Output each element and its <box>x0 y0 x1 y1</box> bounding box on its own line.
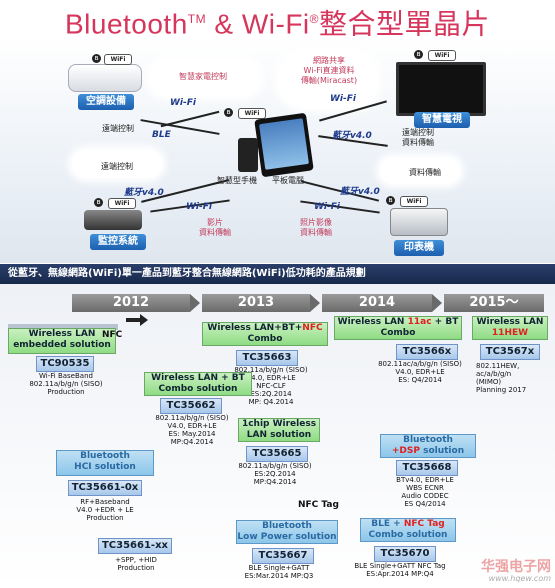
wifi-badge: WiFi <box>400 196 428 207</box>
bt-lowpower-box: Bluetooth Low Power solution <box>236 520 338 544</box>
link-bt40-label: 藍牙v4.0 <box>124 188 164 198</box>
device-label-phone: 智慧型手機 <box>217 176 257 185</box>
cloud-bg <box>150 60 260 96</box>
chip-tc35662: TC35662 <box>160 398 222 414</box>
link-wifi-label: Wi-Fi <box>330 94 356 104</box>
chip-tc35661-xx-desc: +SPP, +HID Production <box>115 556 157 572</box>
chip-tc35670-desc: BLE Single+GATT NFC Tag ES:Apr.2014 MP:Q… <box>354 562 446 578</box>
chip-tc3566x-desc: 802.11ac/a/b/g/n (SISO) V4.0, EDR+LE ES:… <box>378 360 462 384</box>
device-label-camera: 監控系統 <box>90 234 146 250</box>
chip-tc35661-xx: TC35661-xx <box>98 538 172 554</box>
bluetooth-icon: ʙ <box>94 198 103 207</box>
chip-tc35661-0x-desc: RF+Baseband V4.0 +EDR + LE Production <box>76 498 134 522</box>
note-smart-home: 智慧家電控制 <box>179 72 227 81</box>
chip-tc35668-desc: BTv4.0, EDR+LE WBS ECNR Audio CODEC ES Q… <box>396 476 454 508</box>
chip-tc3567x-desc: 802.11HEW, ac/a/b/g/n (MIMO) Planning 20… <box>476 362 527 394</box>
wlan-bt-combo-box: Wireless LAN + BT Combo solution <box>144 372 252 396</box>
year-arrow <box>190 294 200 312</box>
camera-image <box>84 210 142 230</box>
bluetooth-icon: ʙ <box>92 54 101 63</box>
link-wifi-label: Wi-Fi <box>186 202 212 212</box>
chip-tc3566x: TC3566x <box>396 344 458 360</box>
onechip-box: 1chip Wireless LAN solution <box>238 418 320 442</box>
watermark-text: 华强电子网 <box>481 559 551 575</box>
year-arrow <box>432 294 442 312</box>
chip-tc35663: TC35663 <box>236 350 298 366</box>
chip-tc35667-desc: BLE Single+GATT ES:Mar.2014 MP:Q3 <box>244 564 314 580</box>
chip-tc35665-desc: 802.11a/b/g/n (SISO) ES:2Q.2014 MP:Q4.20… <box>238 462 312 486</box>
link-bt40-label: 藍牙v4.0 <box>332 131 372 141</box>
chip-tc35661-0x: TC35661-0x <box>68 480 142 496</box>
link-bt40-label: 藍牙v4.0 <box>340 187 380 197</box>
watermark-url: www.hqew.com <box>488 574 551 583</box>
nfc-label: NFC <box>102 330 123 340</box>
year-arrow <box>310 294 320 312</box>
chip-tc35665: TC35665 <box>246 446 308 462</box>
bluetooth-icon: ʙ <box>224 108 233 117</box>
printer-image <box>390 208 448 236</box>
nfc-arrow-head <box>140 314 148 326</box>
note-remote-tv: 遠端控制 資料傳輸 <box>402 128 434 147</box>
chip-tc90535: TC90535 <box>36 356 94 372</box>
page-title: BluetoothTM & Wi-Fi®整合型單晶片 <box>64 8 491 40</box>
wifi-badge: WiFi <box>104 54 132 65</box>
device-label-tablet: 平板電腦 <box>272 176 304 185</box>
wifi-badge: WiFi <box>238 108 266 119</box>
cloud-bg <box>72 150 162 178</box>
device-label-printer: 印表機 <box>394 240 444 256</box>
link-ble-label: BLE <box>152 130 171 140</box>
wifi-badge: WiFi <box>108 198 136 209</box>
wifi-badge: WiFi <box>428 50 456 61</box>
tablet-screen <box>259 118 309 170</box>
chip-tc35667: TC35667 <box>252 548 314 564</box>
year-2013: 2013 <box>202 294 310 312</box>
bt-hci-box: Bluetooth HCI solution <box>56 450 154 476</box>
link-wifi-label: Wi-Fi <box>170 98 196 108</box>
flow-arrow <box>8 324 118 330</box>
wlan-embedded-box: Wireless LAN embedded solution <box>8 328 116 354</box>
note-remote-1: 遠端控制 <box>102 124 134 133</box>
chip-tc35662-desc: 802.11a/b/g/n (SISO) V4.0, EDR+LE ES: Ma… <box>155 414 229 446</box>
nfc-tag-label: NFC Tag <box>298 500 339 510</box>
bt-dsp-box: Bluetooth+DSP solution <box>380 434 476 458</box>
phone-image <box>238 138 258 172</box>
year-2015: 2015～ <box>444 294 544 312</box>
link-wifi-label: Wi-Fi <box>314 202 340 212</box>
year-2012: 2012 <box>72 294 190 312</box>
device-label-aircon: 空調設備 <box>78 94 134 110</box>
year-2014: 2014 <box>322 294 432 312</box>
section-banner: 從藍牙、無線網路(WiFi)單一產品到藍牙整合無線網路(WiFi)低功耗的產品規… <box>0 264 555 284</box>
chip-tc35663-desc: 802.11a/b/g/n (SISO) V4.0, EDR+LE NFC-CL… <box>234 366 308 406</box>
nfc-arrow <box>126 318 142 322</box>
note-wifi-direct: 網路共享 Wi-Fi直連資料 傳輸(Miracast) <box>300 56 358 85</box>
device-label-tv: 智慧電視 <box>414 112 470 128</box>
chip-tc35668: TC35668 <box>396 460 458 476</box>
tv-image <box>396 62 486 116</box>
note-video: 影片 資料傳輸 <box>199 218 231 237</box>
aircon-image <box>68 64 142 92</box>
cloud-bg <box>380 158 460 184</box>
note-remote-2: 遠端控制 <box>101 162 133 171</box>
bluetooth-icon: ʙ <box>386 196 395 205</box>
chip-tc35670: TC35670 <box>374 546 436 562</box>
note-photo: 照片影像 資料傳輸 <box>300 218 332 237</box>
cloud-bg <box>278 52 378 108</box>
chip-tc90535-desc: Wi-Fi BaseBand 802.11a/b/g/n (SISO) Prod… <box>29 372 103 396</box>
bluetooth-icon: ʙ <box>414 50 423 59</box>
note-data-print: 資料傳輸 <box>409 168 441 177</box>
chip-tc3567x: TC3567x <box>480 344 540 360</box>
